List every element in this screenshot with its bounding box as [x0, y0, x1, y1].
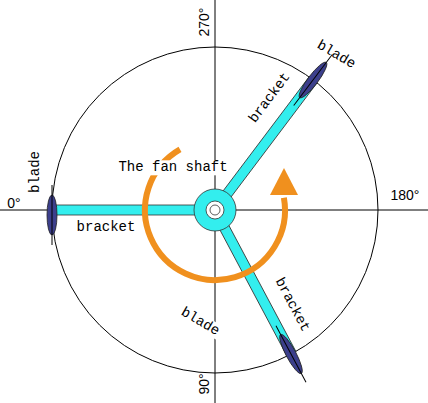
angle-label: 180° [391, 188, 420, 203]
blade-label: blade [176, 304, 224, 340]
fan-shaft-label: The fan shaft [116, 160, 229, 175]
blades [47, 51, 336, 384]
fan-shaft-hub [194, 189, 236, 231]
brackets [52, 77, 317, 356]
bracket-label: bracket [75, 220, 138, 235]
angle-label: 270° [197, 8, 212, 37]
blade-orbit [52, 47, 378, 373]
blade-shape [47, 185, 57, 245]
blade-label: blade [28, 151, 43, 193]
blade-shape [272, 323, 311, 384]
angle-label: 0° [7, 196, 20, 211]
angle-label: 90° [197, 373, 212, 394]
bracket-bar [52, 205, 215, 215]
